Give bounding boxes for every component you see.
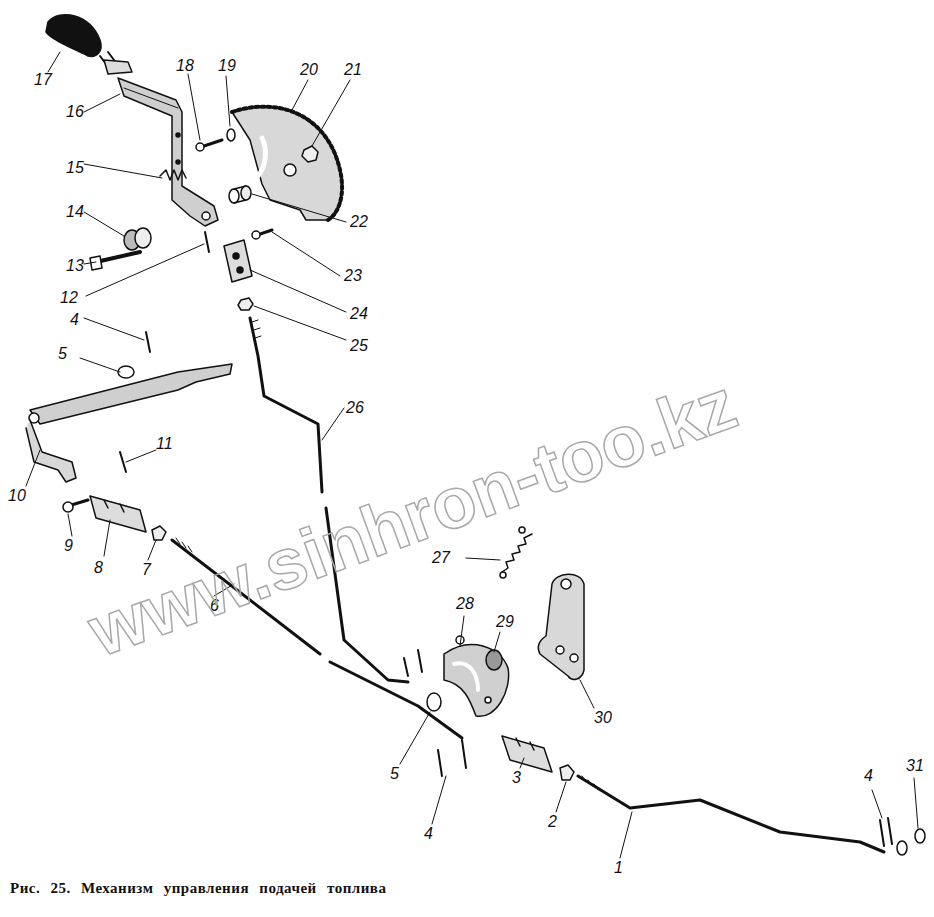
callout-number: 14 bbox=[66, 204, 84, 220]
callout-number: 26 bbox=[346, 400, 364, 416]
callout-number: 3 bbox=[512, 770, 521, 786]
callout-number: 21 bbox=[344, 62, 362, 78]
callout-number: 13 bbox=[66, 258, 84, 274]
callout-number: 12 bbox=[60, 290, 78, 306]
callout-number: 4 bbox=[864, 768, 873, 784]
callout-number: 10 bbox=[8, 488, 26, 504]
callout-number: 1 bbox=[614, 860, 623, 876]
callout-number: 18 bbox=[176, 58, 194, 74]
callout-number: 9 bbox=[64, 538, 73, 554]
callout-number: 17 bbox=[34, 72, 52, 88]
callout-number: 11 bbox=[156, 436, 173, 452]
figure-caption: Рис. 25. Механизм управления подачей топ… bbox=[10, 880, 386, 897]
callout-number: 31 bbox=[906, 758, 924, 774]
callout-number: 5 bbox=[390, 766, 399, 782]
callout-number: 23 bbox=[344, 268, 362, 284]
callout-number: 28 bbox=[456, 596, 474, 612]
callout-number: 29 bbox=[496, 614, 514, 630]
callout-number: 20 bbox=[300, 62, 318, 78]
callout-number: 4 bbox=[70, 312, 79, 328]
callout-number: 5 bbox=[58, 346, 67, 362]
callout-number: 24 bbox=[350, 306, 368, 322]
callout-number: 16 bbox=[66, 104, 84, 120]
callout-number: 4 bbox=[424, 826, 433, 842]
callout-number: 19 bbox=[218, 58, 236, 74]
callout-number: 15 bbox=[66, 160, 84, 176]
callout-number: 8 bbox=[94, 560, 103, 576]
callout-number: 25 bbox=[350, 338, 368, 354]
callout-number: 22 bbox=[350, 214, 368, 230]
callout-number: 27 bbox=[432, 550, 450, 566]
watermark: www.sinhron-too.kz bbox=[80, 367, 745, 668]
callout-number: 2 bbox=[548, 814, 557, 830]
callout-number: 30 bbox=[594, 710, 612, 726]
